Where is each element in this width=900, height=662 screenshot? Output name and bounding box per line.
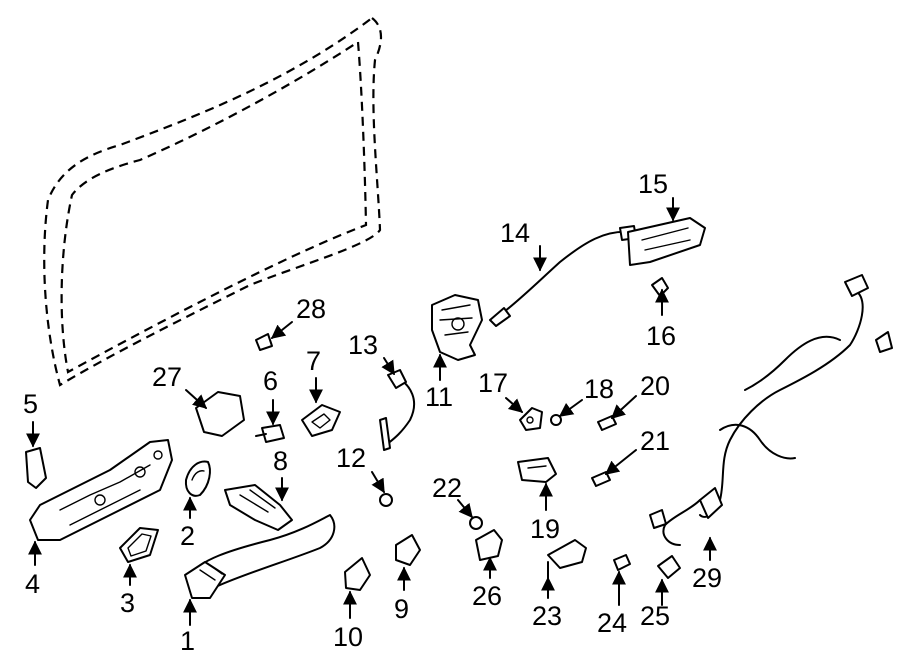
callout-28: 28 [296, 294, 326, 324]
handle-cover-seal [301, 404, 341, 437]
mirror-bracket [195, 391, 245, 437]
door-latch-assembly [431, 294, 483, 361]
callout-26: 26 [472, 581, 502, 611]
callout-labels: 1 2 3 4 5 6 7 8 9 10 11 12 13 14 15 16 1… [23, 169, 722, 656]
callout-arrows [26, 197, 717, 626]
callout-25: 25 [640, 601, 670, 631]
outside-door-handle [184, 514, 336, 599]
handle-clip [651, 277, 669, 297]
callout-24: 24 [597, 608, 627, 638]
door-outline [43, 16, 383, 387]
callout-21: 21 [640, 426, 670, 456]
callout-15: 15 [638, 169, 668, 199]
handle-gasket-front [184, 460, 211, 497]
callout-2: 2 [180, 521, 195, 551]
striker-plate [519, 407, 543, 431]
harness-clip [657, 555, 681, 579]
striker-screw [550, 414, 562, 426]
callout-14: 14 [500, 218, 530, 248]
check-arm-bolt [613, 554, 631, 571]
callout-6: 6 [263, 366, 278, 396]
striker-bolt-upper [597, 415, 617, 431]
callout-8: 8 [273, 446, 288, 476]
bracket-clip [25, 447, 47, 489]
bracket-screw [255, 333, 273, 351]
callout-20: 20 [640, 371, 670, 401]
callout-9: 9 [394, 594, 409, 624]
callout-7: 7 [306, 346, 321, 376]
callout-3: 3 [120, 588, 135, 618]
inside-door-handle [627, 217, 706, 266]
callout-5: 5 [23, 389, 38, 419]
latch-bolt [379, 493, 393, 507]
callout-29: 29 [692, 563, 722, 593]
callout-12: 12 [336, 443, 366, 473]
door-bumper [475, 529, 503, 561]
callout-13: 13 [348, 330, 378, 360]
callout-22: 22 [432, 473, 462, 503]
callout-18: 18 [584, 374, 614, 404]
door-check-arm [547, 539, 587, 581]
callout-27: 27 [152, 362, 182, 392]
callout-19: 19 [530, 514, 560, 544]
retainer-clip [395, 534, 421, 566]
callout-1: 1 [180, 626, 195, 656]
callout-23: 23 [532, 601, 562, 631]
callout-11: 11 [425, 382, 453, 412]
lock-cylinder [224, 484, 293, 531]
handle-reinforcement-bracket [29, 439, 173, 541]
striker-bolt-lower [591, 471, 611, 487]
callout-16: 16 [646, 321, 676, 351]
door-wiring-harness [649, 274, 893, 546]
door-striker [517, 457, 557, 483]
callout-17: 17 [478, 368, 508, 398]
inside-release-cable [379, 369, 416, 451]
handle-screw [255, 424, 285, 443]
grommet [469, 516, 483, 530]
handle-pad-rear [119, 527, 159, 563]
callout-4: 4 [25, 569, 40, 599]
end-cap [344, 557, 371, 591]
callout-10: 10 [333, 622, 363, 652]
